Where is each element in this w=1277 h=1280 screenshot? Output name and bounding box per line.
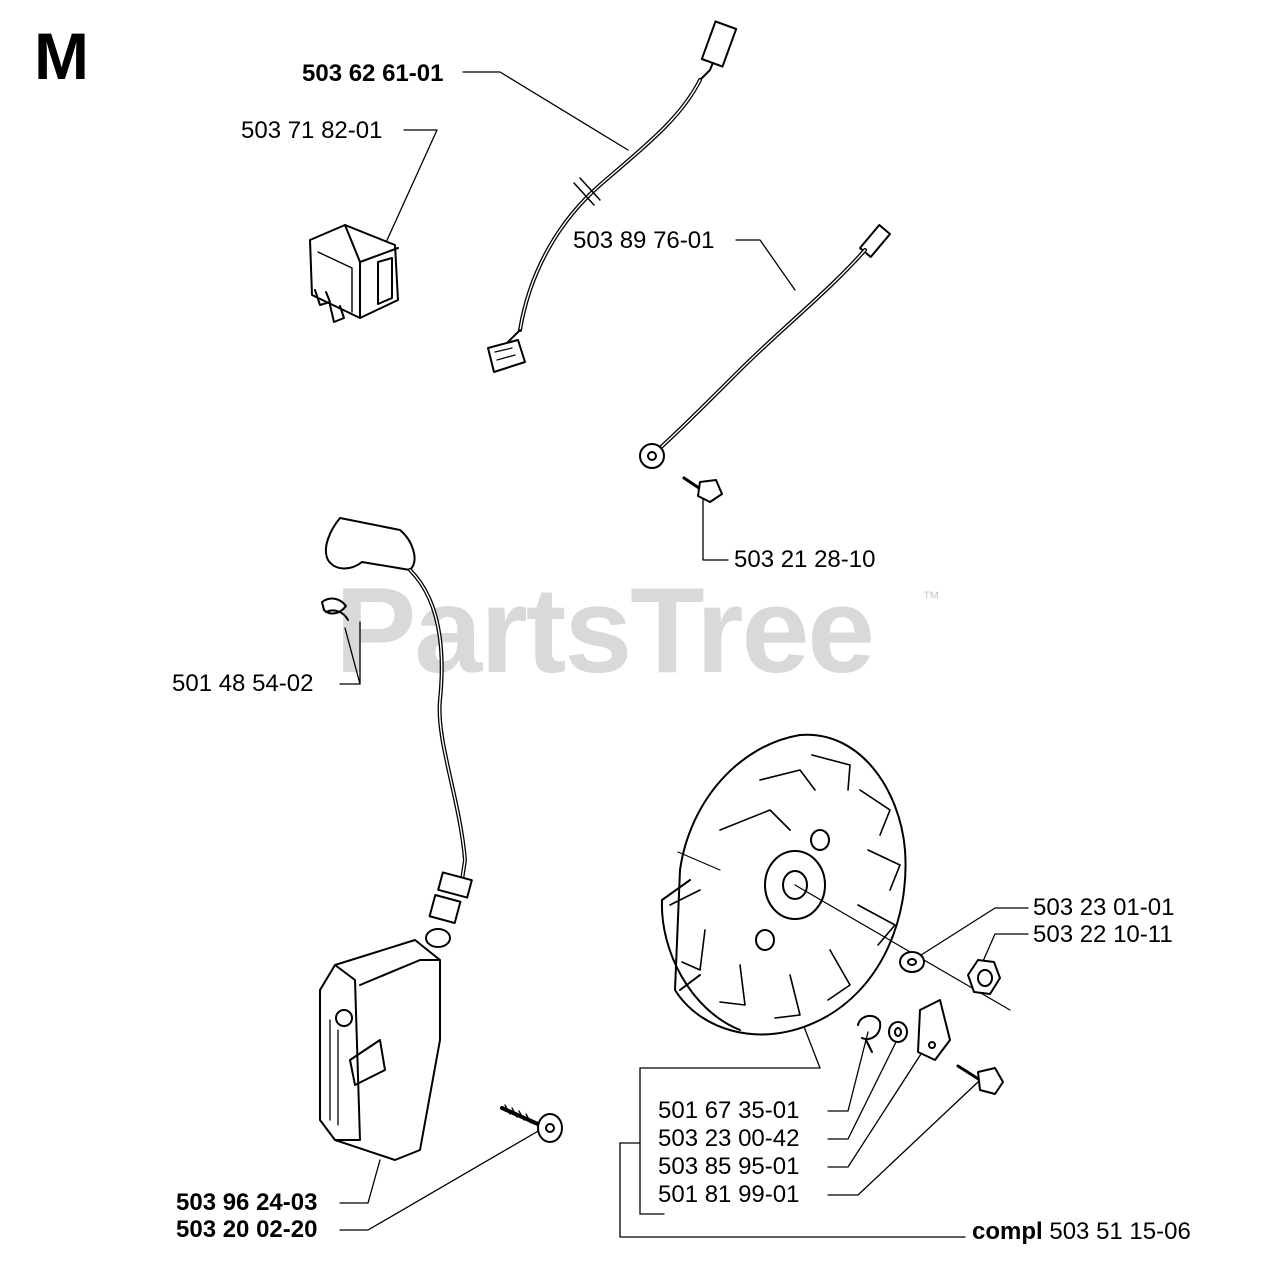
switch-drawing: [309, 224, 399, 323]
part-number-flywheel-washer[interactable]: 503 23 01-01: [1033, 894, 1175, 921]
flywheel-compl-label[interactable]: compl 503 51 15-06: [972, 1218, 1191, 1246]
leader-spring-cap-2: [344, 627, 361, 685]
leader-switch: [377, 129, 438, 261]
leader-wire-ignition: [462, 71, 629, 151]
leader-washer-pawl: [827, 1037, 899, 1140]
part-number-pawl-spring[interactable]: 501 67 35-01: [658, 1097, 800, 1124]
leader-pawl: [827, 1039, 931, 1168]
ground-wire-drawing: [639, 224, 892, 503]
part-number-ground-screw[interactable]: 503 21 28-10: [734, 546, 876, 573]
watermark: PartsTree: [335, 562, 875, 698]
part-number-pawl-screw[interactable]: 501 81 99-01: [658, 1181, 800, 1208]
section-letter: M: [34, 19, 89, 93]
flywheel-drawing: [660, 733, 1011, 1095]
leader-screw-ground: [702, 494, 729, 561]
leader-spring-pawl: [827, 1031, 869, 1112]
leader-wire-ground: [735, 239, 796, 291]
ignition-wire-drawing: [487, 20, 738, 373]
leader-lines: [339, 71, 1029, 1238]
compl-prefix: compl: [972, 1218, 1043, 1245]
leader-compl-bracket: [639, 1067, 665, 1215]
part-number-pawl[interactable]: 503 85 95-01: [658, 1153, 800, 1180]
part-number-ground-wire[interactable]: 503 89 76-01: [573, 227, 715, 254]
part-number-module-screw[interactable]: 503 20 02-20: [176, 1216, 318, 1243]
part-number-pawl-washer[interactable]: 503 23 00-42: [658, 1125, 800, 1152]
leader-nut-flywheel: [979, 933, 1029, 969]
part-number-ignition-module[interactable]: 503 96 24-03: [176, 1189, 318, 1216]
leader-screw-pawl: [827, 1081, 979, 1196]
part-number-switch[interactable]: 503 71 82-01: [241, 117, 383, 144]
watermark-trademark: ™: [922, 588, 940, 608]
part-number-flywheel-compl: 503 51 15-06: [1049, 1218, 1191, 1245]
leader-compl-main: [619, 1142, 966, 1238]
part-number-flywheel-nut[interactable]: 503 22 10-11: [1033, 921, 1173, 948]
ignition-module-drawing: [319, 517, 563, 1161]
leader-washer-flywheel: [917, 907, 1029, 958]
leader-module: [339, 1159, 381, 1204]
part-number-spring[interactable]: 501 48 54-02: [172, 670, 314, 697]
leader-module-screw: [339, 1129, 541, 1231]
part-number-ignition-wire[interactable]: 503 62 61-01: [302, 60, 444, 87]
